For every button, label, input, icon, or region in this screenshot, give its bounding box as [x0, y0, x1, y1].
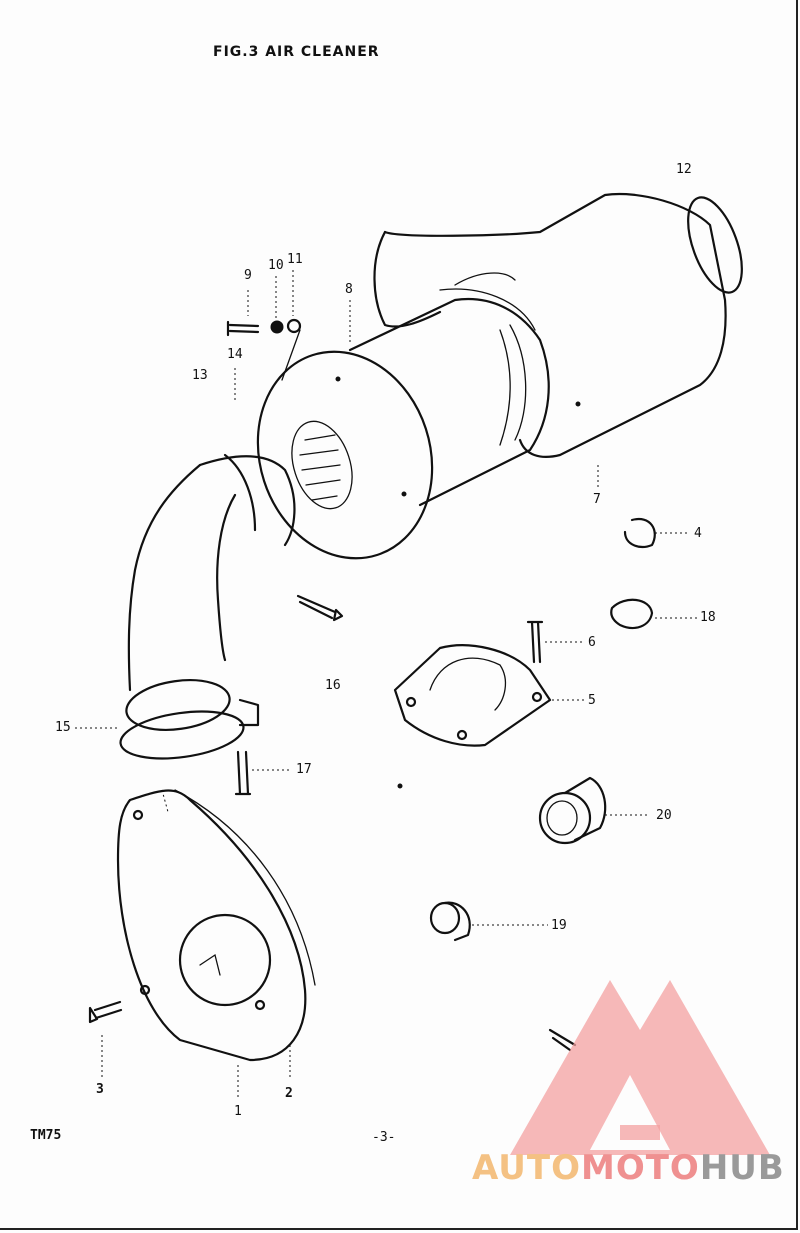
- end-cap-part-13: [256, 329, 434, 560]
- plug-part-19: [429, 901, 471, 942]
- callout-20: 20: [656, 808, 672, 823]
- callout-17: 17: [296, 762, 312, 777]
- callout-19: 19: [551, 918, 567, 933]
- watermark-brand: AUTOMOTOHUB: [472, 1148, 785, 1188]
- plate-part-5: [393, 644, 552, 747]
- fitting-bottom-right: [548, 1028, 577, 1052]
- callout-13: 13: [192, 368, 208, 383]
- callout-15: 15: [55, 720, 71, 735]
- callout-1: 1: [234, 1104, 242, 1119]
- watermark-logo-icon: [510, 980, 770, 1155]
- callout-12: 12: [676, 162, 692, 177]
- figure-title: FIG.3 AIR CLEANER: [213, 44, 380, 60]
- callout-5: 5: [588, 693, 596, 708]
- callout-10: 10: [268, 258, 284, 273]
- callout-3: 3: [96, 1082, 104, 1097]
- callout-7: 7: [593, 492, 601, 507]
- callout-14: 14: [227, 347, 243, 362]
- sleeve-part-20: [538, 776, 607, 845]
- air-cleaner-case-part-12: [373, 193, 743, 458]
- model-code: TM75: [30, 1128, 62, 1143]
- callout-11: 11: [287, 252, 303, 267]
- callout-16: 16: [325, 678, 341, 693]
- screw-part-16: [296, 594, 344, 622]
- bolt-part-6: [526, 620, 544, 664]
- callout-18: 18: [700, 610, 716, 625]
- nut-part-11: [286, 318, 302, 334]
- bolt-part-9: [226, 320, 260, 337]
- callout-9: 9: [244, 268, 252, 283]
- cap-part-18: [610, 598, 654, 630]
- screw-part-3: [88, 1000, 123, 1024]
- cover-part-1: [116, 789, 316, 1062]
- watermark-hub: HUB: [699, 1148, 785, 1188]
- watermark-moto: MOTO: [580, 1148, 700, 1188]
- clip-part-4: [623, 517, 656, 549]
- page-number: -3-: [372, 1130, 396, 1145]
- element-part-8: [348, 288, 550, 507]
- washer-part-10: [270, 320, 284, 334]
- callout-2: 2: [285, 1086, 293, 1101]
- dash-mark: [397, 783, 403, 789]
- intake-tube-part-15: [119, 453, 296, 760]
- callout-6: 6: [588, 635, 596, 650]
- watermark-auto: AUTO: [472, 1148, 581, 1188]
- bolt-part-17: [234, 750, 252, 796]
- leader-lines: [75, 270, 698, 1100]
- callout-4: 4: [694, 526, 702, 541]
- callout-8: 8: [345, 282, 353, 297]
